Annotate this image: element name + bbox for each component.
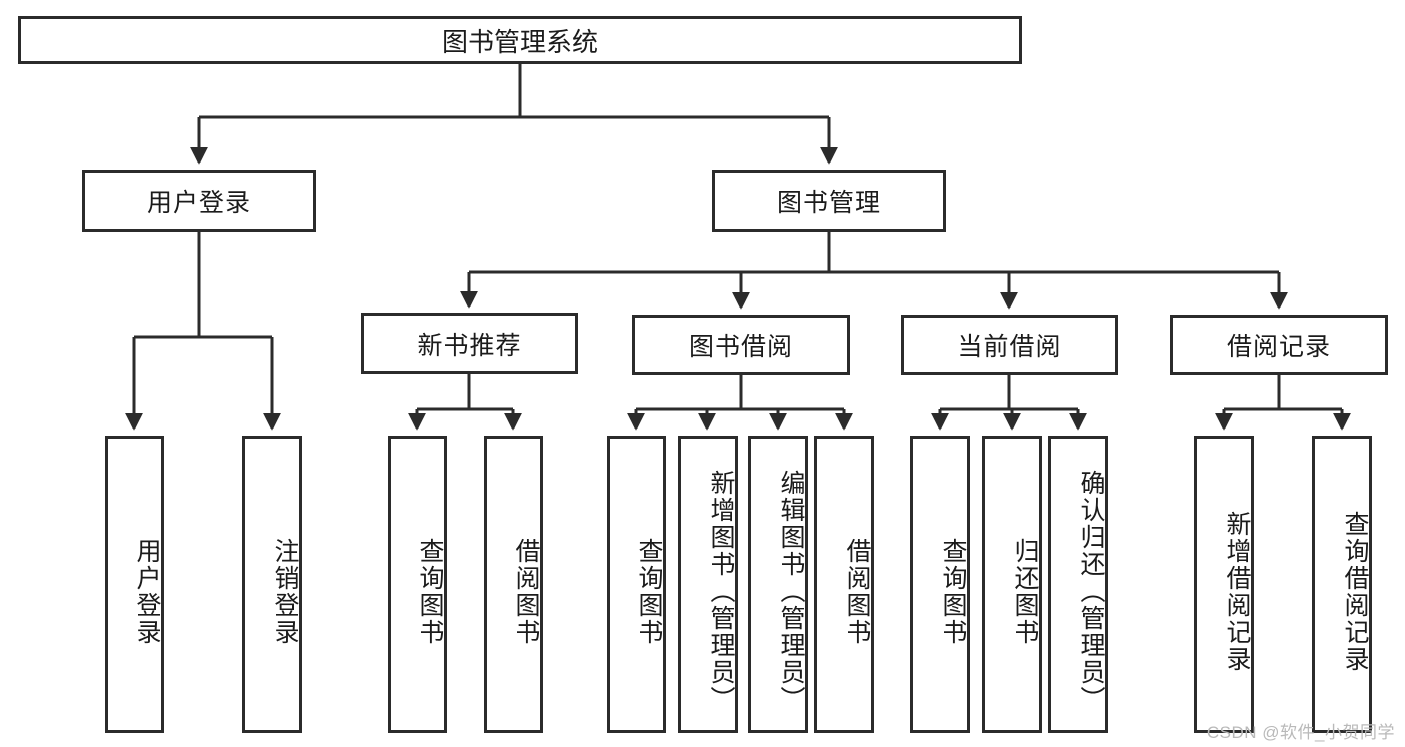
leaf-confirm-return-admin-label: 确认归还（管理员）: [1077, 470, 1105, 713]
leaf-query-book-recommend[interactable]: 查询图书: [388, 436, 447, 733]
leaf-add-borrow-record[interactable]: 新增借阅记录: [1194, 436, 1254, 733]
csdn-watermark: CSDN @软件_小贺同学: [1206, 723, 1395, 742]
leaf-return-book[interactable]: 归还图书: [982, 436, 1042, 733]
leaf-query-book-borrow-label: 查询图书: [635, 537, 663, 646]
leaf-query-book-current[interactable]: 查询图书: [910, 436, 970, 733]
node-borrow-record[interactable]: 借阅记录: [1170, 315, 1388, 375]
leaf-return-book-label: 归还图书: [1011, 537, 1039, 646]
leaf-add-book-admin[interactable]: 新增图书（管理员）: [678, 436, 738, 733]
leaf-query-borrow-record[interactable]: 查询借阅记录: [1312, 436, 1372, 733]
leaf-borrow-book-recommend[interactable]: 借阅图书: [484, 436, 543, 733]
node-book-borrow-label: 图书借阅: [688, 333, 793, 361]
leaf-confirm-return-admin[interactable]: 确认归还（管理员）: [1048, 436, 1108, 733]
leaf-query-borrow-record-label: 查询借阅记录: [1341, 510, 1369, 673]
leaf-edit-book-admin-label: 编辑图书（管理员）: [777, 470, 805, 713]
node-new-book-recommend[interactable]: 新书推荐: [361, 313, 578, 374]
leaf-query-book-recommend-label: 查询图书: [416, 537, 444, 646]
node-book-management[interactable]: 图书管理: [712, 170, 946, 232]
node-new-book-recommend-label: 新书推荐: [417, 331, 522, 360]
leaf-query-book-current-label: 查询图书: [939, 537, 967, 646]
node-book-management-label: 图书管理: [776, 189, 881, 217]
leaf-query-book-borrow[interactable]: 查询图书: [607, 436, 666, 733]
leaf-borrow-book-recommend-label: 借阅图书: [512, 537, 540, 646]
leaf-user-login[interactable]: 用户登录: [105, 436, 164, 733]
leaf-logout-label: 注销登录: [271, 537, 299, 646]
leaf-borrow-book-label: 借阅图书: [843, 537, 871, 646]
leaf-logout[interactable]: 注销登录: [242, 436, 302, 733]
leaf-edit-book-admin[interactable]: 编辑图书（管理员）: [748, 436, 808, 733]
leaf-user-login-label: 用户登录: [133, 537, 161, 646]
node-current-borrow-label: 当前借阅: [957, 333, 1062, 361]
node-root-label: 图书管理系统: [441, 26, 598, 57]
leaf-add-borrow-record-label: 新增借阅记录: [1223, 510, 1251, 673]
leaf-add-book-admin-label: 新增图书（管理员）: [707, 470, 735, 713]
node-current-borrow[interactable]: 当前借阅: [901, 315, 1118, 375]
node-borrow-record-label: 借阅记录: [1226, 333, 1331, 361]
leaf-borrow-book[interactable]: 借阅图书: [814, 436, 874, 733]
node-user-login[interactable]: 用户登录: [82, 170, 316, 232]
node-root[interactable]: 图书管理系统: [18, 16, 1022, 64]
node-user-login-label: 用户登录: [146, 189, 251, 217]
node-book-borrow[interactable]: 图书借阅: [632, 315, 850, 375]
